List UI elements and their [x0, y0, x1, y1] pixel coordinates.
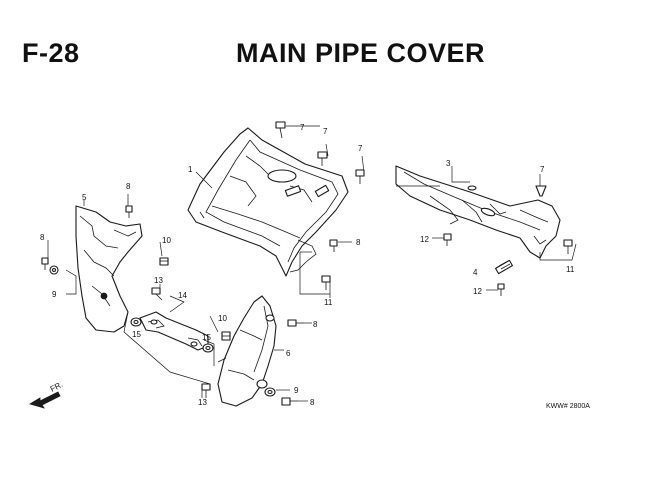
callout-14: 14 — [178, 291, 187, 300]
main-pipe-cover-part — [187, 127, 349, 277]
callout-10-left: 10 — [162, 236, 171, 245]
callout-11-right: 11 — [566, 265, 575, 274]
screw-8-bottom — [281, 397, 298, 406]
callout-15-left: 15 — [132, 330, 141, 339]
callout-9-lower: 9 — [294, 386, 299, 395]
callout-7-mid: 7 — [323, 127, 328, 136]
callout-8-left-top: 8 — [126, 182, 131, 191]
callout-11-center: 11 — [324, 298, 333, 307]
callout-8-lower: 8 — [313, 320, 318, 329]
callout-7-far-right: 7 — [540, 165, 545, 174]
callout-8-bottom: 8 — [310, 398, 315, 407]
callout-6: 6 — [286, 349, 291, 358]
screw-8-center — [329, 239, 338, 252]
callout-10-center: 10 — [218, 314, 227, 323]
figure-number: F-28 — [22, 38, 80, 68]
screw-7-top — [275, 121, 286, 139]
screw-8-left-top — [125, 205, 133, 218]
diagram-code: KWW# 2800A — [546, 403, 590, 410]
screw-7-mid — [317, 151, 328, 166]
callout-13-lower: 13 — [198, 398, 207, 407]
screw-8-left — [41, 257, 49, 270]
diagram-title: MAIN PIPE COVER — [236, 38, 486, 68]
callout-4: 4 — [473, 268, 478, 277]
screw-11-center — [321, 275, 331, 290]
callout-7-right: 7 — [358, 144, 363, 153]
screw-13-upper — [151, 287, 163, 301]
bracket-part — [139, 311, 209, 351]
callout-7-top: 7 — [300, 123, 305, 132]
screw-7-far-right — [535, 185, 547, 197]
lower-cover-part — [217, 295, 277, 407]
callout-8-left: 8 — [40, 233, 45, 242]
callout-15-right: 15 — [202, 333, 211, 342]
right-cover-part — [395, 165, 561, 259]
screw-12-upper — [443, 233, 452, 246]
screw-7-right — [355, 169, 365, 184]
front-indicator-label: FR. — [49, 380, 65, 394]
callout-3: 3 — [446, 159, 451, 168]
screw-11-right — [563, 239, 573, 254]
callout-12-lower: 12 — [473, 287, 482, 296]
clip-part — [495, 259, 513, 275]
callout-5: 5 — [82, 193, 87, 202]
callout-1: 1 — [188, 165, 193, 174]
callout-9-left: 9 — [52, 290, 57, 299]
screw-13-lower — [201, 383, 211, 398]
screw-12-lower — [497, 283, 505, 296]
screw-8-lower-right — [287, 319, 304, 327]
callout-13-upper: 13 — [154, 276, 163, 285]
grommet-10-left — [159, 257, 169, 266]
callout-8-center: 8 — [356, 238, 361, 247]
front-direction-arrow — [29, 391, 61, 409]
callout-12-upper: 12 — [420, 235, 429, 244]
left-cover-part — [75, 205, 143, 333]
leader-lines — [47, 125, 577, 402]
